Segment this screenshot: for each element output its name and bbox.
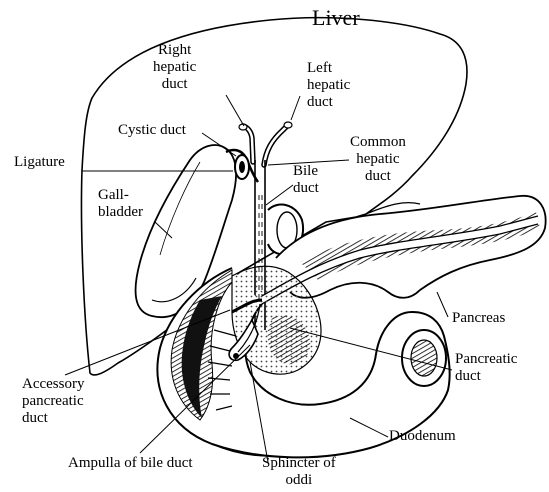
ampulla-of-bile-duct-label: Ampulla of bile duct bbox=[68, 455, 193, 472]
cystic-duct-label: Cystic duct bbox=[118, 122, 186, 139]
left-hepatic-duct-label-line1: Left bbox=[307, 60, 350, 77]
duodenum-right-lumen bbox=[411, 340, 437, 376]
bile-duct-label-line2: duct bbox=[293, 180, 319, 197]
sphincter-of-oddi-label-line1: Sphincter of bbox=[262, 455, 336, 472]
common-hepatic-duct-label-line1: Common bbox=[350, 134, 406, 151]
duodenum-label: Duodenum bbox=[389, 428, 456, 445]
gallbladder-label-line2: bladder bbox=[98, 204, 143, 221]
left-hepatic-duct-label-line2: hepatic bbox=[307, 77, 350, 94]
left-duct-cut-end bbox=[284, 122, 292, 128]
right-hepatic-duct-label-line3: duct bbox=[153, 76, 196, 93]
right-hepatic-duct-label: Right hepatic duct bbox=[153, 42, 196, 93]
sphincter-of-oddi-label: Sphincter of oddi bbox=[262, 455, 336, 489]
common-hepatic-duct-label-line3: duct bbox=[350, 168, 406, 185]
accessory-pancreatic-duct-label: Accessory pancreatic duct bbox=[22, 376, 84, 427]
gallbladder-label-line1: Gall- bbox=[98, 187, 143, 204]
bile-duct-label-line1: Bile bbox=[293, 163, 319, 180]
pancreatic-duct-label: Pancreatic duct bbox=[455, 351, 517, 385]
accessory-pancreatic-duct-label-line3: duct bbox=[22, 410, 84, 427]
common-hepatic-duct-label: Common hepatic duct bbox=[350, 134, 406, 185]
left-hepatic-duct-label: Left hepatic duct bbox=[307, 60, 350, 111]
common-hepatic-duct-label-line2: hepatic bbox=[350, 151, 406, 168]
pancreas-label: Pancreas bbox=[452, 310, 505, 327]
right-hepatic-duct-label-line2: hepatic bbox=[153, 59, 196, 76]
pancreatic-duct-label-line2: duct bbox=[455, 368, 517, 385]
ligature-label: Ligature bbox=[14, 154, 65, 171]
left-hepatic-duct-label-line3: duct bbox=[307, 94, 350, 111]
pancreatic-duct-label-line1: Pancreatic bbox=[455, 351, 517, 368]
gallbladder-label: Gall- bladder bbox=[98, 187, 143, 221]
leader-pancreas bbox=[437, 292, 448, 317]
liver-label: Liver bbox=[312, 6, 360, 30]
accessory-pancreatic-duct-label-line1: Accessory bbox=[22, 376, 84, 393]
right-hepatic-duct-label-line1: Right bbox=[153, 42, 196, 59]
bile-duct-label: Bile duct bbox=[293, 163, 319, 197]
ligature-loop-inner bbox=[239, 161, 245, 173]
accessory-pancreatic-duct-label-line2: pancreatic bbox=[22, 393, 84, 410]
sphincter-of-oddi-label-line2: oddi bbox=[262, 472, 336, 489]
